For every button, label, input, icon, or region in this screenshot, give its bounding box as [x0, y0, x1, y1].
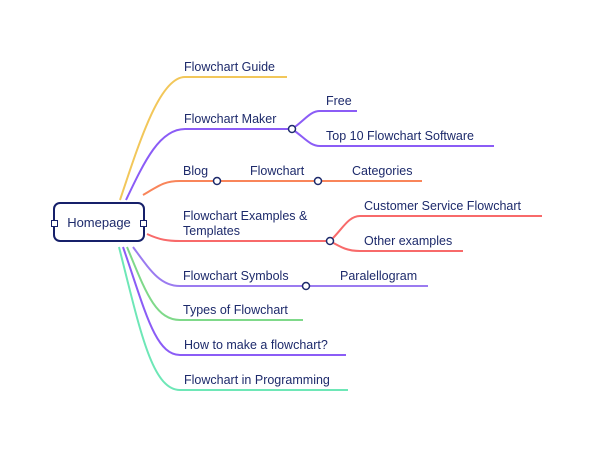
- node-dot-blog: [212, 176, 222, 186]
- node-other-examples[interactable]: Other examples: [364, 234, 453, 248]
- node-blog[interactable]: Blog: [183, 164, 209, 178]
- connector-flowchart-maker: [125, 128, 292, 201]
- node-customer-service[interactable]: Customer Service Flowchart: [364, 199, 521, 213]
- node-top10-software[interactable]: Top 10 Flowchart Software: [326, 129, 474, 143]
- node-free[interactable]: Free: [326, 94, 352, 108]
- node-flowchart-guide[interactable]: Flowchart Guide: [184, 60, 276, 74]
- node-types-of-flowchart[interactable]: Types of Flowchart: [183, 303, 288, 317]
- node-flowchart[interactable]: Flowchart: [250, 164, 305, 178]
- connector-flowchart-guide: [119, 76, 287, 201]
- node-paralellogram[interactable]: Paralellogram: [340, 269, 418, 283]
- node-categories[interactable]: Categories: [352, 164, 413, 178]
- node-dot-symbols: [301, 281, 311, 291]
- root-label: Homepage: [67, 214, 131, 230]
- connector-customer-service: [329, 215, 542, 242]
- node-dot-flowchart: [313, 176, 323, 186]
- node-examples-line2[interactable]: Templates: [183, 224, 240, 238]
- right-handle[interactable]: [140, 220, 147, 227]
- left-handle[interactable]: [51, 220, 58, 227]
- node-dot-examples: [325, 236, 335, 246]
- node-flowchart-maker[interactable]: Flowchart Maker: [184, 112, 277, 126]
- node-examples-line1[interactable]: Flowchart Examples &: [183, 209, 308, 223]
- root-node-homepage[interactable]: Homepage: [51, 202, 147, 242]
- node-flowchart-symbols[interactable]: Flowchart Symbols: [183, 269, 289, 283]
- connector-programming: [118, 246, 348, 391]
- connector-types: [126, 246, 303, 321]
- connector-symbols: [132, 246, 428, 287]
- connector-examples: [146, 233, 330, 242]
- connector-blog: [142, 180, 422, 196]
- node-flowchart-in-programming[interactable]: Flowchart in Programming: [184, 373, 330, 387]
- connector-howto: [122, 246, 346, 356]
- node-dot-maker: [287, 124, 297, 134]
- node-how-to-make[interactable]: How to make a flowchart?: [184, 338, 328, 352]
- connector-top10: [291, 128, 494, 147]
- connector-free: [291, 110, 357, 130]
